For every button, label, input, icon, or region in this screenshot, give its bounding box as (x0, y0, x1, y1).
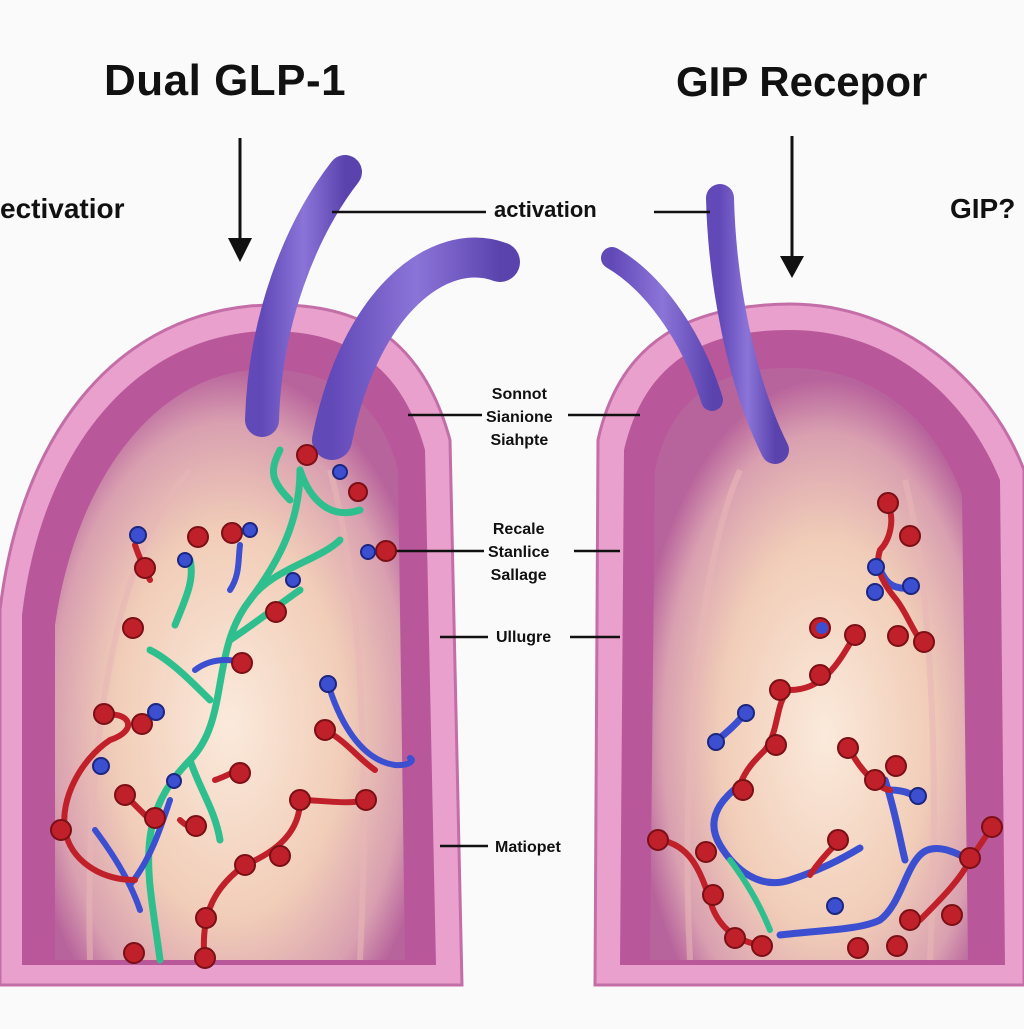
label-group-4: Matiopet (495, 836, 561, 859)
right-cell-fold (684, 468, 937, 961)
label-group-3: Ullugre (496, 626, 551, 649)
right-receptors (601, 184, 789, 464)
label-gip-right: GIP? (950, 193, 1016, 224)
arrow-left (228, 138, 252, 262)
label-group-1: Sonnot Sianione Siahpte (486, 383, 553, 452)
label-group-4-line: Matiopet (495, 839, 561, 856)
label-group-2-line: Stanlice (488, 544, 550, 561)
label-group-1-line: Sianione (486, 409, 553, 426)
right-green-chain (727, 857, 773, 933)
receptor-left-2 (312, 237, 520, 460)
arrow-right (780, 136, 804, 278)
label-group-1-line: Siahpte (490, 432, 549, 449)
label-group-1-line: Sonnot (491, 386, 547, 403)
right-atoms (647, 492, 1003, 959)
right-cell (593, 302, 1024, 987)
label-activation-center: activation (494, 197, 597, 222)
receptor-left-1 (245, 155, 362, 437)
label-activation-left: ectivatior (0, 193, 125, 224)
label-group-2-line: Sallage (490, 567, 547, 584)
left-atoms (50, 444, 397, 969)
receptor-right-1 (601, 247, 723, 411)
left-green-branch (145, 446, 364, 964)
label-group-2-line: Recale (492, 521, 545, 538)
receptor-right-2 (706, 184, 789, 464)
left-cell-fold (86, 468, 367, 961)
title-dual-glp1: Dual GLP-1 (104, 56, 347, 105)
title-gip-receptor: GIP Recepor (676, 58, 928, 105)
label-group-2: Recale Stanlice Sallage (488, 518, 549, 587)
leader-lines (332, 210, 710, 848)
left-receptors (245, 155, 520, 460)
label-group-3-line: Ullugre (496, 629, 552, 646)
